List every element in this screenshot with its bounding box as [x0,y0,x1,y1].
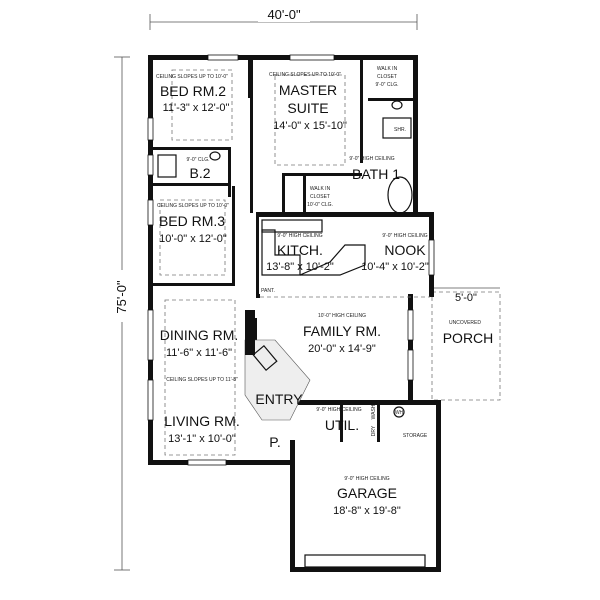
svg-text:FAMILY RM.: FAMILY RM. [303,323,381,339]
svg-text:CLOSET: CLOSET [310,194,330,200]
svg-text:CEILING SLOPES UP TO 10'-0": CEILING SLOPES UP TO 10'-0" [156,74,228,80]
fireplace [244,310,311,421]
room-family: 10'-0" HIGH CEILING FAMILY RM. 20'-0" x … [303,313,381,355]
porch-offset-label: 5'-0" [455,292,477,304]
svg-text:MASTER: MASTER [279,82,337,98]
svg-text:10'-0" CLG.: 10'-0" CLG. [307,202,333,208]
room-entry: ENTRY [255,391,303,407]
svg-text:LIVING RM.: LIVING RM. [164,413,239,429]
svg-text:CEILING SLOPES UP TO 11'-8": CEILING SLOPES UP TO 11'-8" [166,377,238,383]
garage-door [304,554,426,568]
svg-text:9'-0" HIGH CEILING: 9'-0" HIGH CEILING [349,156,394,162]
svg-text:BATH 1: BATH 1 [352,166,400,182]
svg-text:CLOSET: CLOSET [377,74,397,80]
room-bed3: CEILING SLOPES UP TO 10'-0" BED RM.3 10'… [157,203,229,245]
room-walk-in-closet-2: WALK IN CLOSET 10'-0" CLG. [307,186,333,208]
dimension-width: 40'-0" [149,7,418,30]
room-porch: UNCOVERED PORCH [443,320,494,346]
pantry-label: PANT. [261,288,275,294]
svg-text:WASH: WASH [371,404,377,419]
svg-text:SUITE: SUITE [287,100,328,116]
svg-text:9'-0" HIGH CEILING: 9'-0" HIGH CEILING [382,233,427,239]
room-walk-in-closet-1: WALK IN CLOSET 9'-0" CLG. [375,66,398,88]
width-label: 40'-0" [267,7,301,22]
svg-text:NOOK: NOOK [384,242,426,258]
shower-label: SHR. [394,127,406,133]
svg-text:10'-0" HIGH CEILING: 10'-0" HIGH CEILING [318,313,366,319]
room-b2: 9'-0" CLG. B.2 [186,157,210,181]
fixtures [157,100,413,276]
svg-text:9'-0" HIGH CEILING: 9'-0" HIGH CEILING [277,233,322,239]
svg-text:WALK IN: WALK IN [377,66,398,72]
svg-text:BED RM.2: BED RM.2 [160,83,226,99]
svg-text:BED RM.3: BED RM.3 [159,213,225,229]
svg-text:14'-0" x 15'-10": 14'-0" x 15'-10" [273,120,347,132]
svg-text:CEILING SLOPES UP TO 10'-0": CEILING SLOPES UP TO 10'-0" [269,72,341,78]
svg-text:UTIL.: UTIL. [325,417,359,433]
svg-text:WALK IN: WALK IN [310,186,331,192]
svg-text:9'-0" HIGH CEILING: 9'-0" HIGH CEILING [344,476,389,482]
svg-text:10'-4" x 10'-2": 10'-4" x 10'-2" [361,261,429,273]
windows [147,54,435,466]
water-heater [393,406,405,418]
storage-label: STORAGE [403,433,428,439]
svg-text:11'-6" x 11'-6": 11'-6" x 11'-6" [166,347,232,359]
svg-text:PORCH: PORCH [443,330,494,346]
svg-text:13'-1" x 10'-0": 13'-1" x 10'-0" [168,433,236,445]
svg-text:10'-0" x 12'-0": 10'-0" x 12'-0" [159,233,227,245]
depth-label: 75'-0" [114,280,129,314]
svg-text:20'-0" x 14'-9": 20'-0" x 14'-9" [308,343,376,355]
room-bed2: CEILING SLOPES UP TO 10'-0" BED RM.2 11'… [156,74,229,114]
ceiling-lines [159,69,430,456]
room-living: CEILING SLOPES UP TO 11'-8" LIVING RM. 1… [164,377,239,445]
room-dining: DINING RM. 11'-6" x 11'-6" [160,327,239,359]
svg-text:KITCH.: KITCH. [277,242,323,258]
svg-text:CEILING SLOPES UP TO 10'-0": CEILING SLOPES UP TO 10'-0" [157,203,229,209]
svg-text:11'-3" x 12'-0": 11'-3" x 12'-0" [163,102,230,114]
svg-text:13'-8" x 10'-2": 13'-8" x 10'-2" [266,261,334,273]
porch-outline [431,291,501,401]
svg-text:B.2: B.2 [189,165,210,181]
dimension-depth: 75'-0" [112,56,130,571]
room-master-suite: CEILING SLOPES UP TO 10'-0" MASTER SUITE… [269,72,347,132]
svg-text:9'-0" CLG.: 9'-0" CLG. [186,157,209,163]
room-garage: 9'-0" HIGH CEILING GARAGE 18'-8" x 19'-8… [333,476,401,517]
svg-text:18'-8" x 19'-8": 18'-8" x 19'-8" [333,505,401,517]
water-heater-label: WH [395,410,404,416]
svg-text:GARAGE: GARAGE [337,485,397,501]
svg-text:DRY: DRY [371,425,377,436]
room-kitchen: 9'-0" HIGH CEILING KITCH. 13'-8" x 10'-2… [266,233,334,273]
svg-text:DINING RM.: DINING RM. [160,327,239,343]
svg-text:UNCOVERED: UNCOVERED [449,320,481,326]
svg-text:9'-0" CLG.: 9'-0" CLG. [375,82,398,88]
room-powder: P. [269,434,280,450]
dimension-porch: 5'-0" [432,287,500,304]
svg-text:9'-0" HIGH CEILING: 9'-0" HIGH CEILING [316,407,361,413]
room-nook: 9'-0" HIGH CEILING NOOK 10'-4" x 10'-2" [361,233,429,273]
room-utility: 9'-0" HIGH CEILING UTIL. WASH DRY [316,404,377,436]
room-bath1: 9'-0" HIGH CEILING BATH 1 [349,156,400,182]
